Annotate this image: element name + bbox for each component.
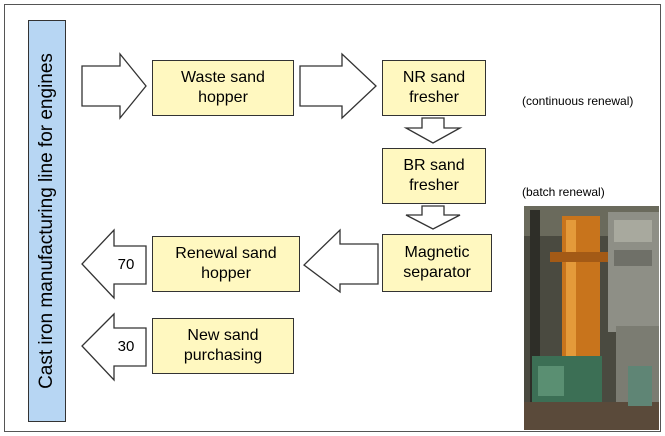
- machine-photo: [524, 206, 659, 430]
- renewal-flow-value: 70: [117, 256, 135, 273]
- batch-renewal-note: (batch renewal): [522, 185, 605, 199]
- waste-sand-hopper-label: Waste sand hopper: [181, 69, 265, 106]
- waste-sand-hopper-box: Waste sand hopper: [152, 60, 294, 116]
- magnetic-separator-box: Magnetic separator: [382, 234, 492, 292]
- arrow-waste-to-nr: [299, 52, 377, 120]
- arrow-line-to-waste-hopper: [81, 52, 147, 120]
- new-flow-value: 30: [117, 338, 135, 355]
- manufacturing-line-label: Cast iron manufacturing line for engines: [36, 53, 57, 389]
- arrow-br-to-magnetic: [405, 205, 461, 230]
- nr-sand-fresher-box: NR sand fresher: [382, 60, 486, 116]
- arrow-nr-to-br: [403, 117, 463, 144]
- arrow-renewal-to-line: [81, 228, 147, 300]
- arrow-new-to-line: [81, 312, 147, 382]
- nr-sand-fresher-label: NR sand fresher: [402, 69, 466, 106]
- arrow-magnetic-to-renewal: [303, 228, 379, 294]
- br-sand-fresher-box: BR sand fresher: [382, 148, 486, 204]
- renewal-sand-hopper-box: Renewal sand hopper: [152, 236, 300, 292]
- manufacturing-line-bar: Cast iron manufacturing line for engines: [28, 20, 66, 422]
- new-sand-purchasing-box: New sand purchasing: [152, 318, 294, 374]
- new-sand-purchasing-label: New sand purchasing: [183, 327, 263, 364]
- renewal-sand-hopper-label: Renewal sand hopper: [175, 245, 277, 282]
- continuous-renewal-note: (continuous renewal): [522, 94, 634, 108]
- br-sand-fresher-label: BR sand fresher: [403, 157, 465, 194]
- magnetic-separator-label: Magnetic separator: [403, 244, 471, 281]
